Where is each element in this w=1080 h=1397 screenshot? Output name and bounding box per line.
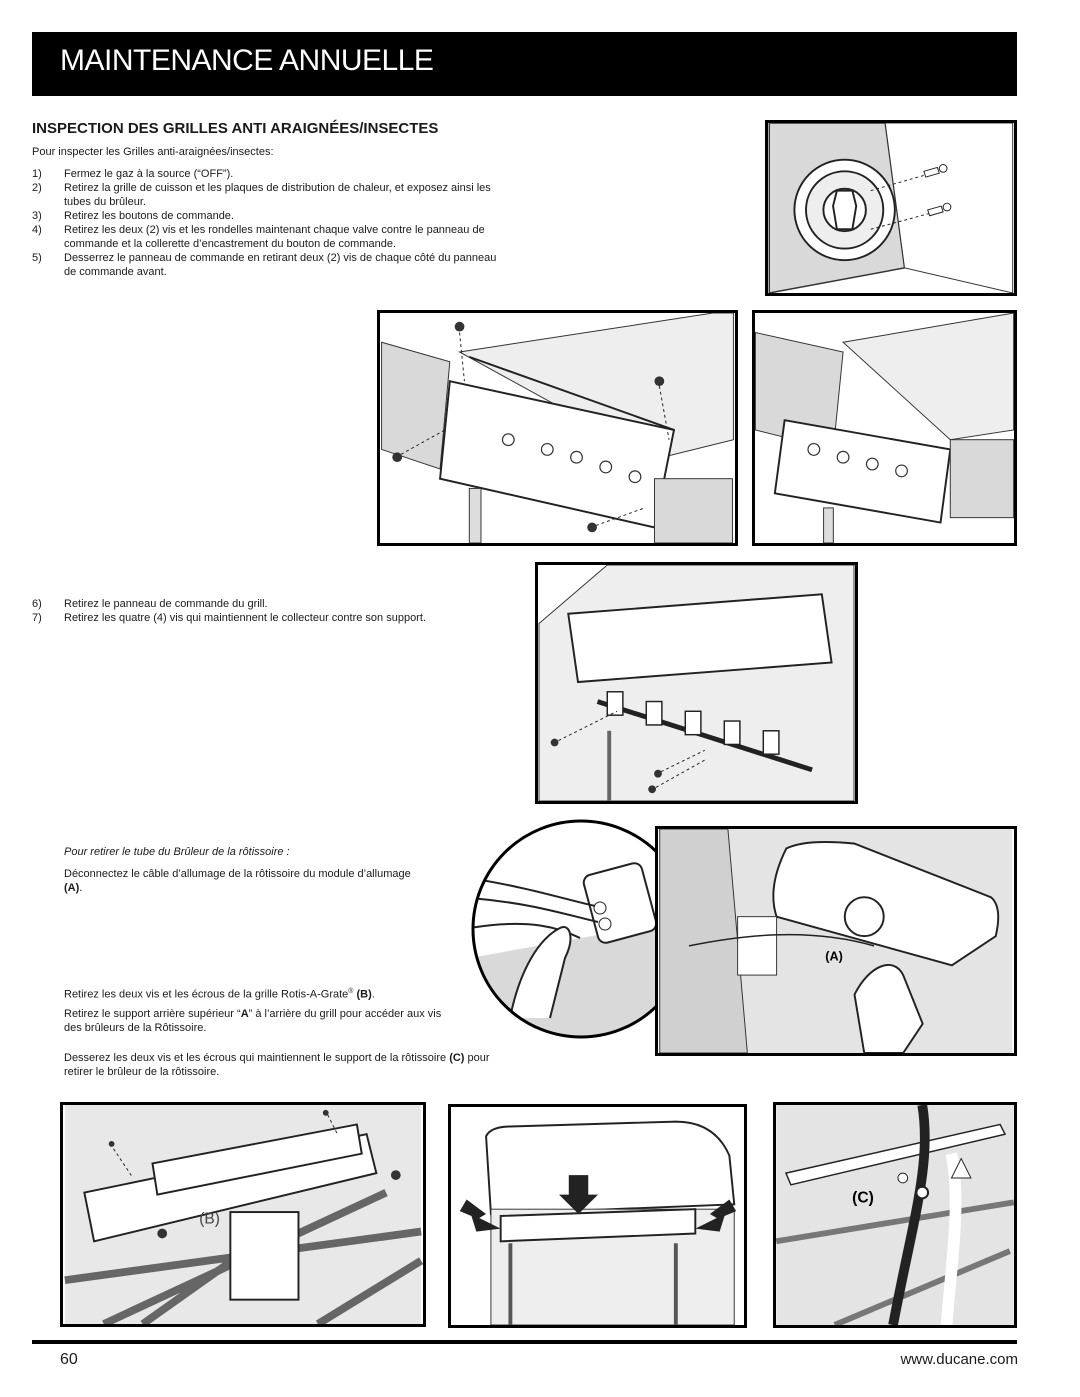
header-bar (32, 32, 1017, 96)
list-item: 6) Retirez le panneau de commande du gril… (32, 597, 432, 611)
text-run-bold: A (240, 1008, 249, 1020)
text-run-bold: (C) (449, 1052, 465, 1064)
step-text: Retirez le panneau de commande du grill. (64, 598, 268, 610)
step-number: 2) (32, 182, 42, 194)
step-text: Fermez le gaz à la source (“OFF”). (64, 168, 234, 180)
figure-rotisserie-burner-a: (A) (655, 826, 1017, 1056)
figure-control-panel-removed (752, 310, 1017, 546)
text-run: Retirez les deux vis et les écrous de la… (64, 988, 349, 1001)
step-text: Retirez les quatre (4) vis qui maintienn… (64, 612, 426, 624)
figure-manifold-screws (535, 562, 858, 804)
steps-list-a: 1) Fermez le gaz à la source (“OFF”). 2) R… (32, 167, 502, 279)
figure-rear-support (448, 1104, 747, 1328)
page-number: 60 (60, 1351, 78, 1368)
intro-text: Pour inspecter les Grilles anti-araignée… (32, 146, 274, 158)
rotisserie-subheading: Pour retirer le tube du Brûleur de la rô… (64, 846, 290, 858)
step-number: 3) (32, 210, 42, 222)
step-text: Retirez les deux (2) vis et les rondelle… (64, 224, 485, 250)
list-item: 3) Retirez les boutons de commande. (32, 209, 502, 223)
section-heading: INSPECTION DES GRILLES ANTI ARAIGNÉES/IN… (32, 120, 439, 137)
steps-list-b: 6) Retirez le panneau de commande du gril… (32, 597, 432, 625)
step-number: 5) (32, 252, 42, 264)
step-number: 7) (32, 612, 42, 624)
step-text: Retirez la grille de cuisson et les plaq… (64, 182, 491, 208)
figure-rotis-a-grate-b: (B) (60, 1102, 426, 1327)
list-item: 4) Retirez les deux (2) vis et les rondel… (32, 223, 502, 251)
registered-mark: ® (348, 988, 354, 995)
list-item: 2) Retirez la grille de cuisson et les pl… (32, 181, 502, 209)
figure-ignition-detail (470, 818, 692, 1040)
list-item: 7) Retirez les quatre (4) vis qui maintie… (32, 611, 432, 625)
step-number: 6) (32, 598, 42, 610)
text-run: pour retirer le brûleur de la rôtissoire… (64, 1052, 490, 1078)
step-number: 4) (32, 224, 42, 236)
text-run-bold: (A) (64, 882, 80, 894)
website-link[interactable]: www.ducane.com (900, 1351, 1018, 1368)
text-run-bold: (B) (353, 988, 372, 1001)
text-run: Déconnectez le câble d’allumage de la rô… (64, 868, 411, 880)
figure-knob-valve (765, 120, 1017, 296)
text-run: . (371, 988, 375, 1001)
text-run: ” à l’arrière du grill pour accéder aux … (64, 1008, 442, 1034)
footer-rule (32, 1340, 1017, 1344)
text-run: . (79, 882, 83, 894)
step-number: 1) (32, 168, 42, 180)
step-text: Desserrez le panneau de commande en reti… (64, 252, 497, 278)
figure-label-a: (A) (825, 949, 843, 963)
step-text: Retirez les boutons de commande. (64, 210, 234, 222)
page-title: MAINTENANCE ANNUELLE (60, 44, 434, 77)
list-item: 5) Desserrez le panneau de commande en re… (32, 251, 502, 279)
figure-label-b: (B) (199, 1211, 220, 1228)
rotisserie-paragraph-3: Retirez le support arrière supérieur “A”… (64, 1007, 459, 1035)
text-run: Desserez les deux vis et les écrous qui … (64, 1052, 450, 1064)
text-run: Retirez le support arrière supérieur “ (64, 1008, 241, 1020)
figure-label-c: (C) (852, 1189, 874, 1206)
rotisserie-paragraph-4: Desserez les deux vis et les écrous qui … (64, 1051, 504, 1079)
rotisserie-paragraph-2: Retirez les deux vis et les écrous de la… (64, 985, 464, 1002)
figure-control-panel-screws (377, 310, 738, 546)
rotisserie-paragraph-1: Déconnectez le câble d’allumage de la rô… (64, 867, 424, 895)
list-item: 1) Fermez le gaz à la source (“OFF”). (32, 167, 502, 181)
figure-rotisserie-bracket-c: (C) (773, 1102, 1017, 1328)
